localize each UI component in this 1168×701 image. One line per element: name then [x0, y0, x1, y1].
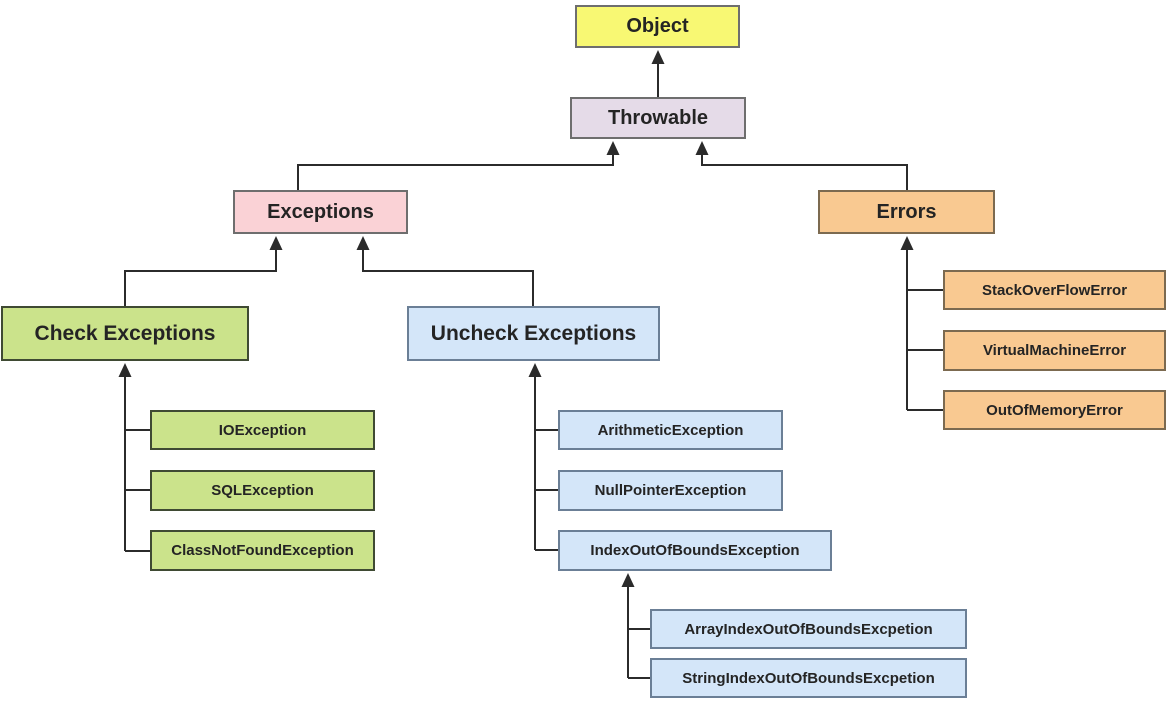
node-null-pointer-exception: NullPointerException	[558, 470, 783, 511]
node-throwable: Throwable	[570, 97, 746, 139]
node-io-exception: IOException	[150, 410, 375, 450]
node-sql-exception: SQLException	[150, 470, 375, 511]
node-exceptions: Exceptions	[233, 190, 408, 234]
node-object: Object	[575, 5, 740, 48]
node-stack-overflow-error: StackOverFlowError	[943, 270, 1166, 310]
node-index-out-of-bounds-exception: IndexOutOfBoundsException	[558, 530, 832, 571]
node-class-not-found-exception: ClassNotFoundException	[150, 530, 375, 571]
node-string-index-out-of-bounds-excpetion: StringIndexOutOfBoundsExcpetion	[650, 658, 967, 698]
node-uncheck-exceptions: Uncheck Exceptions	[407, 306, 660, 361]
node-array-index-out-of-bounds-excpetion: ArrayIndexOutOfBoundsExcpetion	[650, 609, 967, 649]
node-virtual-machine-error: VirtualMachineError	[943, 330, 1166, 371]
arrowheads	[118, 50, 914, 587]
node-errors: Errors	[818, 190, 995, 234]
node-out-of-memory-error: OutOfMemoryError	[943, 390, 1166, 430]
node-check-exceptions: Check Exceptions	[1, 306, 249, 361]
node-arithmetic-exception: ArithmeticException	[558, 410, 783, 450]
